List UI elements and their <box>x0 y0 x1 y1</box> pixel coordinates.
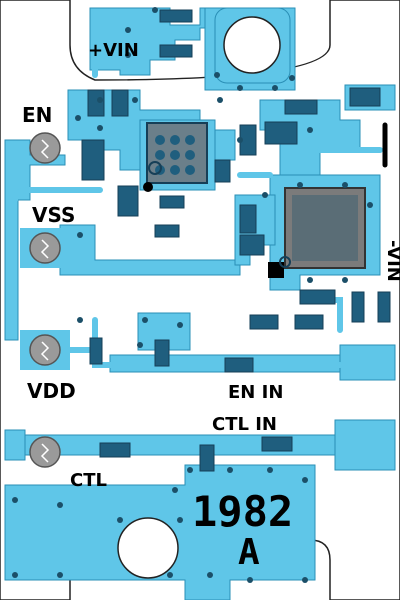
label-ctl-in: CTL IN <box>212 414 277 435</box>
label-en-in: EN IN <box>228 382 283 403</box>
part <box>284 99 318 115</box>
fiducial <box>148 161 162 175</box>
mounting-hole-top <box>214 7 291 84</box>
part <box>239 234 265 256</box>
part <box>377 291 391 323</box>
test-point-vdd[interactable] <box>20 330 70 370</box>
part <box>159 195 185 209</box>
part <box>199 444 215 472</box>
screw-head-icon <box>40 239 50 259</box>
copper-right-bottom <box>334 419 396 471</box>
part <box>351 291 365 323</box>
screw-head-icon <box>40 443 50 463</box>
screw-head-icon <box>40 139 50 159</box>
test-point-vss[interactable] <box>20 228 75 268</box>
label-ctl: CTL <box>70 470 107 491</box>
part <box>349 87 381 107</box>
part <box>87 89 105 117</box>
copper-top-left <box>89 7 226 76</box>
part <box>99 442 131 458</box>
part <box>154 339 170 367</box>
part <box>299 289 336 305</box>
ic-left <box>143 122 208 192</box>
part <box>264 121 298 145</box>
label-vin-plus: +VIN <box>88 40 139 61</box>
label-en: EN <box>22 103 52 127</box>
vias <box>12 7 373 583</box>
label-vss: VSS <box>32 203 75 227</box>
part <box>261 436 293 452</box>
part <box>89 337 103 365</box>
label-vdd: VDD <box>27 379 76 403</box>
part <box>249 314 279 330</box>
copper-mid-small <box>137 312 191 351</box>
part <box>111 89 129 117</box>
part <box>159 44 193 58</box>
mounting-hole-bottom <box>117 517 179 579</box>
part <box>154 224 180 238</box>
part <box>117 185 139 217</box>
test-point-en[interactable] <box>22 128 70 168</box>
smd-parts <box>81 9 391 472</box>
copper-ctl-stub <box>4 429 26 461</box>
trace-3 <box>12 187 103 203</box>
screw-head-icon <box>40 341 50 361</box>
part <box>239 204 257 234</box>
board-number: 1982 <box>192 487 293 536</box>
copper-right-lower <box>339 344 396 381</box>
label-vin-minus: -VIN <box>383 240 400 282</box>
test-point-ctl[interactable] <box>29 436 61 468</box>
fiducial <box>279 256 291 268</box>
part <box>214 159 231 183</box>
ic-right <box>268 187 366 278</box>
part <box>294 314 324 330</box>
board-revision: A <box>238 532 260 573</box>
part <box>224 357 254 373</box>
part <box>159 9 193 23</box>
part <box>81 139 105 181</box>
